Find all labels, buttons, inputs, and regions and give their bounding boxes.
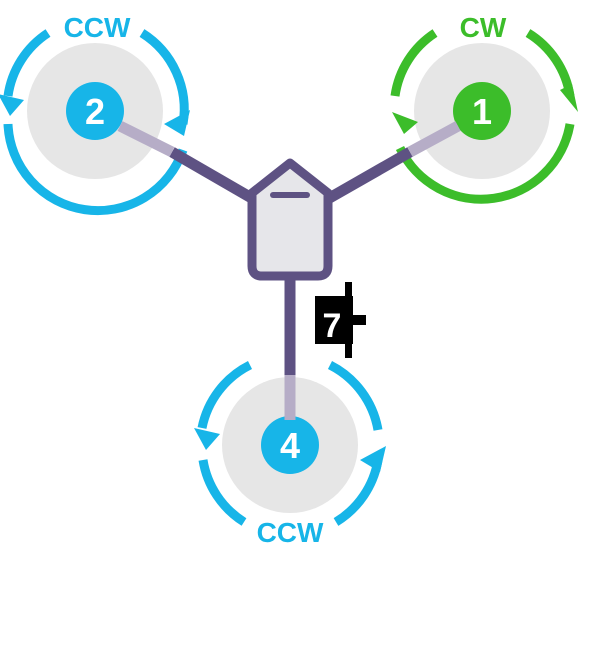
motor-4-arrow-arc-upper [197, 360, 253, 429]
motor-1-badge [453, 82, 511, 140]
flight-controller-body [247, 158, 333, 281]
servo-tab [350, 315, 366, 325]
arm-right-tip [407, 121, 461, 157]
servo-icon [315, 282, 366, 358]
servo-number: 7 [323, 307, 342, 345]
motor-1: 1 CW [390, 12, 578, 204]
motor-4: 4 CCW [194, 360, 386, 548]
motor-4-arrow-arc-lower-left [198, 459, 247, 526]
motor-2-arrow-arc-right [139, 29, 189, 125]
motor-4-badge [261, 416, 319, 474]
motor-4-arrowhead-right [360, 446, 386, 472]
motor-2: 2 CCW [0, 12, 190, 216]
arm-left [169, 147, 258, 205]
motor-2-rotation-arrows [3, 29, 189, 216]
motor-1-number: 1 [472, 91, 492, 132]
tail-servo: 7 [315, 282, 366, 358]
servo-horn [345, 282, 352, 358]
body-housing [247, 158, 333, 281]
motor-1-arrowhead-right [560, 84, 578, 112]
motor-1-arrow-arc-upper [390, 29, 438, 97]
motor-2-number: 2 [85, 91, 105, 132]
motor-1-direction-label: CW [460, 12, 507, 43]
motor-2-arrow-arc-upper [3, 29, 51, 97]
motor-2-arrow-arc-lower [3, 123, 188, 216]
motor-1-arrow-arc-lower [395, 123, 575, 204]
motor-1-arrowhead-left [392, 112, 418, 134]
motor-4-number: 4 [280, 425, 300, 466]
arm-left-tip [117, 121, 175, 157]
motor-2-badge [66, 82, 124, 140]
motor-2-arrowhead-left [0, 94, 24, 116]
motor-2-arrowhead-right [164, 110, 190, 136]
motor-4-rotation-arrows [197, 360, 383, 526]
motor-4-direction-label: CCW [257, 517, 324, 548]
arm-right [323, 147, 413, 205]
motor-4-arrowhead-left [194, 428, 220, 450]
motor-4-arrow-arc-right [327, 360, 383, 431]
frame-arms [117, 121, 461, 420]
motor-2-direction-label: CCW [64, 12, 131, 43]
